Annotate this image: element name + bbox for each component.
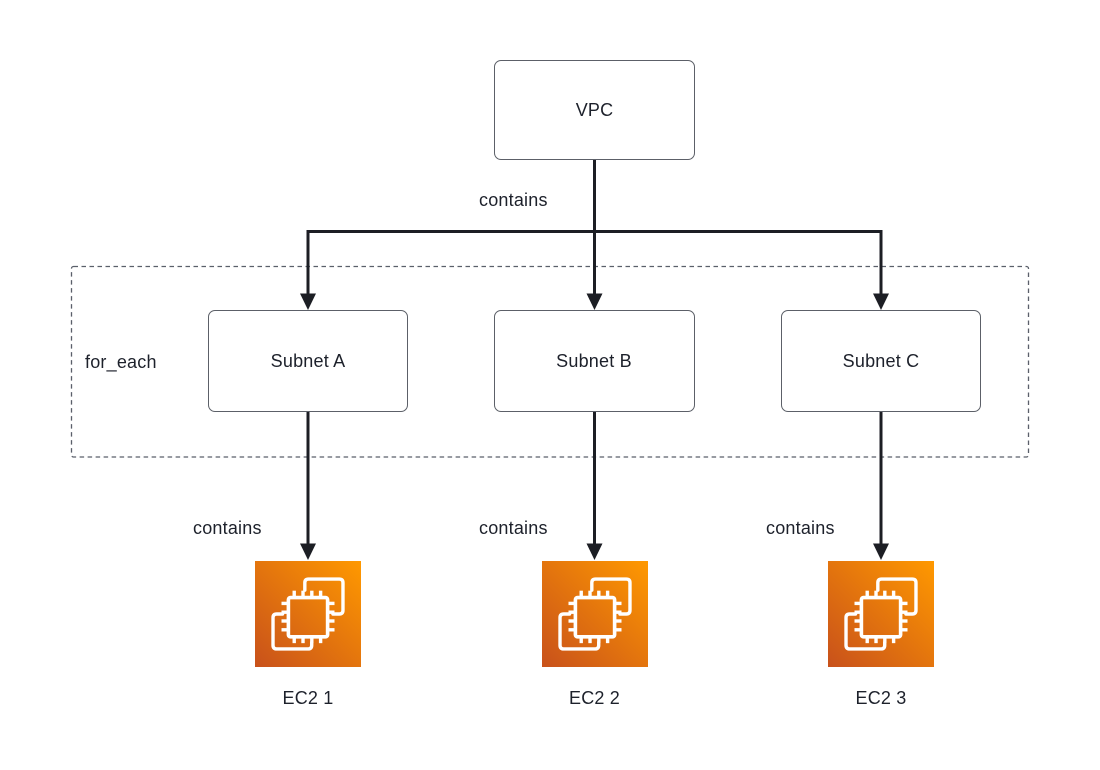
- node-ec2-1: EC2 1: [238, 561, 378, 708]
- edge-label-subnet-b-contains: contains: [479, 518, 548, 538]
- node-subnet-a-label: Subnet A: [270, 350, 346, 371]
- node-ec2-2: EC2 2: [525, 561, 665, 708]
- node-subnet-a: Subnet A: [208, 310, 408, 412]
- arrowheads: [300, 293, 889, 560]
- node-subnet-b: Subnet B: [493, 310, 695, 412]
- edge-label-vpc-contains: contains: [479, 190, 548, 210]
- node-vpc: VPC: [494, 60, 695, 160]
- for-each-group-border: [70, 265, 1030, 458]
- node-ec2-3: EC2 3: [811, 561, 951, 708]
- node-ec2-2-label: EC2 2: [568, 688, 621, 708]
- edge-lines: [306, 160, 883, 547]
- edge-label-subnet-c-contains: contains: [766, 518, 835, 538]
- aws-ec2-icon: [828, 561, 934, 667]
- aws-ec2-icon: [255, 561, 361, 667]
- node-ec2-1-label: EC2 1: [282, 688, 334, 708]
- for-each-group-label: for_each: [85, 352, 157, 372]
- edge-label-subnet-a-contains: contains: [193, 518, 262, 538]
- node-vpc-label: VPC: [575, 99, 614, 120]
- node-subnet-b-label: Subnet B: [556, 350, 632, 371]
- node-subnet-c-label: Subnet C: [842, 350, 920, 371]
- node-subnet-c: Subnet C: [781, 310, 981, 412]
- node-ec2-3-label: EC2 3: [855, 688, 907, 708]
- aws-ec2-icon: [541, 561, 648, 667]
